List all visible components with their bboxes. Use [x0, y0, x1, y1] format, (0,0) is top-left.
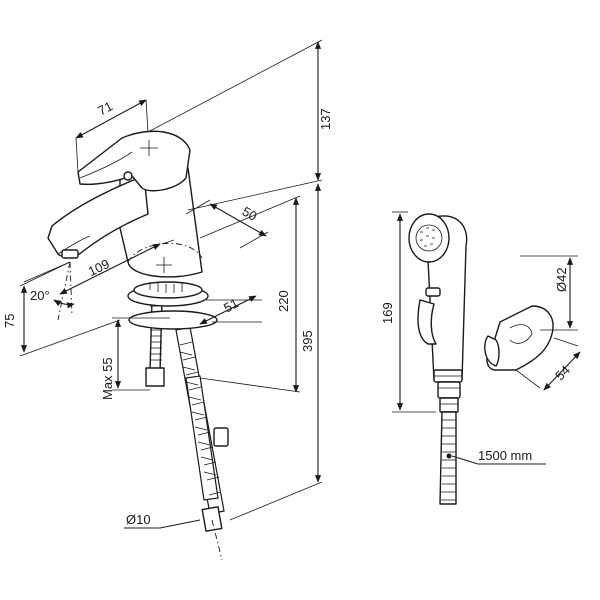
dim-base-diameter: 51	[221, 295, 241, 315]
braided-hoses	[175, 326, 229, 561]
dim-top-height: 137	[318, 108, 333, 130]
dim-hose-length: 1500 mm	[478, 448, 532, 463]
wall-holder	[484, 305, 554, 371]
dim-spout-reach: 109	[86, 256, 112, 279]
shower-hose	[439, 411, 457, 505]
faucet-dimension-lines	[19, 39, 323, 529]
dim-holder-diameter: Ø42	[554, 267, 569, 292]
dim-total-height: 395	[300, 330, 315, 352]
lever-handle	[77, 130, 191, 192]
dim-body-height: 220	[276, 290, 291, 312]
dim-holder-depth: 54	[552, 362, 573, 383]
hand-shower	[408, 213, 468, 413]
dim-max-deck: Max 55	[100, 357, 115, 400]
dim-handle-width: 71	[95, 98, 115, 118]
basin-mixer-faucet	[47, 130, 229, 561]
dim-angle: 20°	[30, 288, 50, 303]
dim-spout-depth: 50	[240, 204, 260, 224]
dim-spout-height: 75	[2, 314, 17, 328]
shower-dimension-lines	[392, 211, 581, 465]
dim-hose-diameter: Ø10	[126, 512, 151, 527]
dim-handshower-length: 169	[380, 302, 395, 324]
